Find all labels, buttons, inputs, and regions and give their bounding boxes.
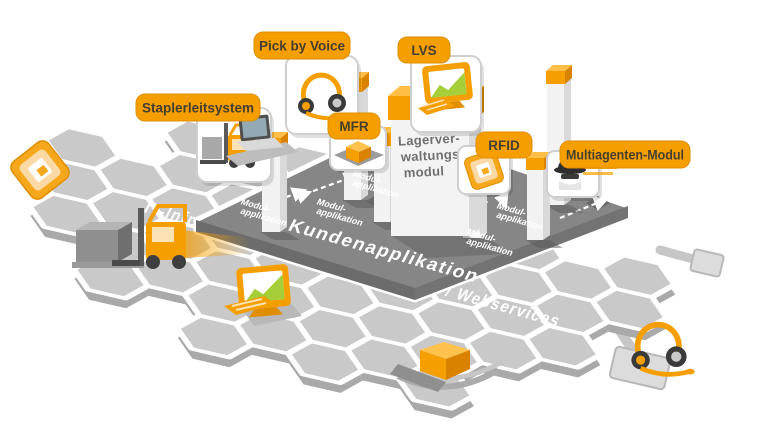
laptop-shelf [226,142,298,166]
package-icon [334,141,384,166]
forklift-wheel [146,255,160,269]
mfr-pill: MFR [327,112,381,140]
icon-agent-collar [559,181,581,190]
icon-package-top [346,141,371,152]
keyboard-keys [231,298,267,311]
headset-band [634,321,682,357]
monitor-icon [418,62,473,115]
icon-mast [224,123,228,163]
computer-device [224,264,302,326]
monitor-stand [249,306,284,318]
customer-platform-edge-right [415,206,628,300]
package-top [420,342,470,359]
pick-by-voice-label: Pick by Voice [259,39,346,54]
customer-platform-edge-left [196,220,415,300]
laptop-display [241,117,268,139]
icon-earcup-inner [302,102,310,110]
icon-monitor-chart [430,72,467,98]
icon-package-front [346,147,359,163]
staplerleitsystem-label: Staplerleitsystem [142,101,254,116]
lvs-pill: LVS [397,36,451,64]
forklift-mast [138,208,144,266]
package-device [390,342,504,392]
headset-earcup-inner [671,351,682,362]
rfid-pill: RFID [475,131,533,159]
lvs-label: LVS [411,43,436,58]
laptop-keyboard [236,137,284,151]
icon-package-side [359,147,371,163]
conveyor-plate [390,364,446,392]
callout-cards [196,55,617,201]
package-side [446,350,470,380]
icon-keyboard-keys [423,99,448,111]
cargo-box-front [76,230,118,262]
warehouse-module-label-line2: waltungs- [400,146,465,164]
forklift-wheel [172,255,186,269]
staplerleitsystem-pill: Staplerleitsystem [135,93,261,122]
cargo-box-top [76,222,132,230]
icon-cargo-box [202,137,222,159]
flow-arrow [559,196,610,220]
mfr-label: MFR [339,119,368,134]
forklift-guard [147,204,187,223]
forklift-cab [152,227,174,242]
pillar-shadow [392,236,502,258]
multiagent-pillar [525,152,563,248]
headset-device [631,321,695,377]
headset-mic [685,368,695,375]
icon-earcup-inner [332,98,342,108]
rfid-tag-device [10,140,70,200]
warehouse-module-label-line3: modul [403,163,444,180]
forklift-glow [182,230,250,258]
rfid-tag-icon [464,150,504,190]
icon-tag-core [481,167,490,175]
warehouse-module-label-line1: Lagerver- [398,130,461,148]
headset-icon [298,72,353,121]
pick-by-voice-pill: Pick by Voice [253,31,351,60]
rfid-tag-core [36,164,49,177]
pallet [72,262,144,268]
multiagent-label: Multiagenten-Modul [566,148,684,163]
package-front [420,350,446,380]
icon-agent-glasses [561,174,579,179]
arm-pad-right [689,248,725,278]
icon-band [300,72,342,103]
forklift-device [72,204,250,269]
icon-cab [232,139,246,150]
rfid-label: RFID [488,138,520,153]
monitor-chart [244,274,285,303]
headset-mic-boom [639,366,690,377]
headset-earcup-inner [636,355,646,365]
multiagent-pill: Multiagenten-Modul [559,140,691,169]
callout-pills: Staplerleitsystem Pick by Voice LVS MFR … [135,31,691,169]
icon-fork [200,160,226,164]
pillar-front [391,118,469,236]
hex-tile [462,327,544,374]
cargo-box-side [118,222,132,262]
forklift-fork [112,260,140,266]
